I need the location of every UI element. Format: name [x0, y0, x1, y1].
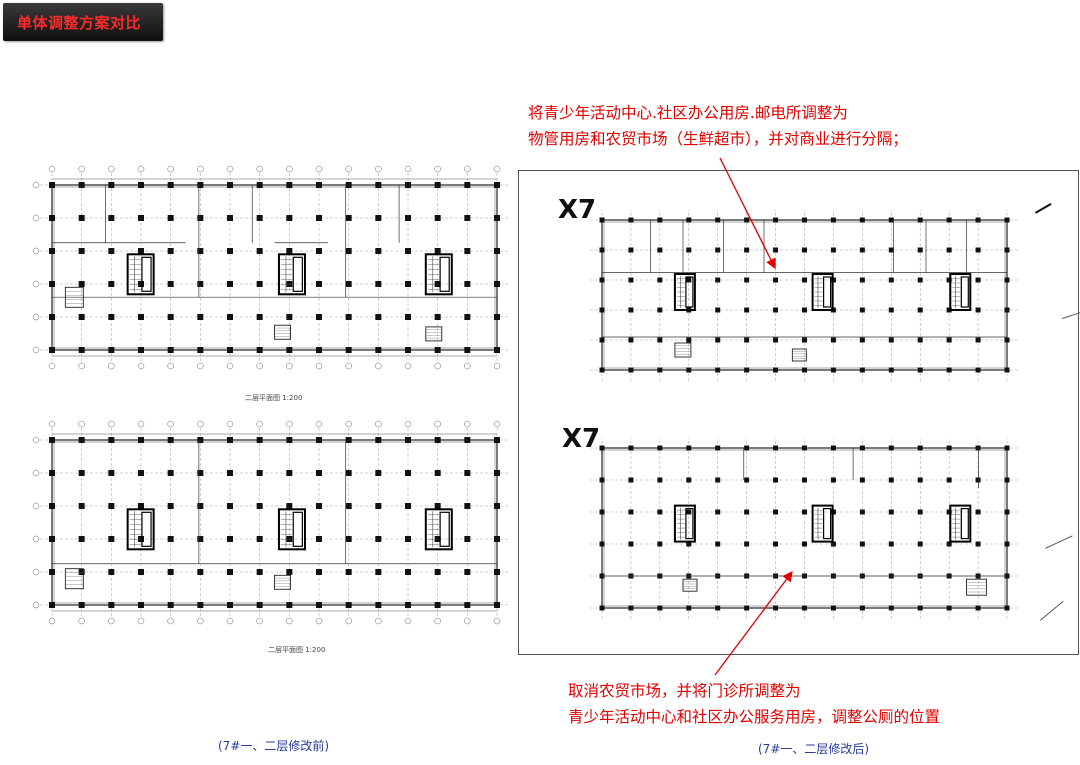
slide-title: 单体调整方案对比 [17, 14, 142, 32]
change-note-bottom-line2: 青少年活动中心和社区办公服务用房，调整公厕的位置 [568, 708, 941, 726]
change-note-bottom: 取消农贸市场，并将门诊所调整为 青少年活动中心和社区办公服务用房，调整公厕的位置 [568, 678, 940, 730]
change-note-top-line2: 物管用房和农贸市场（生鲜超市），并对商业进行分隔； [528, 130, 908, 148]
floor-plan-before-top [10, 155, 525, 405]
caption-after: (7#一、二层修改后) [758, 742, 870, 756]
slide-title-bar: 单体调整方案对比 [3, 3, 163, 41]
building-label-top: X7 [558, 195, 597, 225]
change-note-top-line1: 将青少年活动中心.社区办公用房.邮电所调整为 [528, 104, 848, 122]
floor-plan-before-bottom [10, 410, 525, 660]
building-label-bottom: X7 [562, 424, 601, 454]
change-note-top: 将青少年活动中心.社区办公用房.邮电所调整为 物管用房和农贸市场（生鲜超市），并… [528, 100, 908, 152]
floor-plan-after-top [590, 210, 1020, 400]
arrow-top [719, 157, 776, 270]
caption-before: (7#一、二层修改前) [218, 739, 330, 753]
floor-plan-after-bottom [590, 438, 1020, 638]
after-drawing-frame [518, 170, 1079, 655]
plan-caption-before-top: 二层平面图 1:200 [245, 394, 303, 402]
arrow-bottom [714, 570, 793, 676]
plan-caption-before-bottom: 二层平面图 1:200 [268, 646, 326, 654]
change-note-bottom-line1: 取消农贸市场，并将门诊所调整为 [568, 682, 801, 700]
